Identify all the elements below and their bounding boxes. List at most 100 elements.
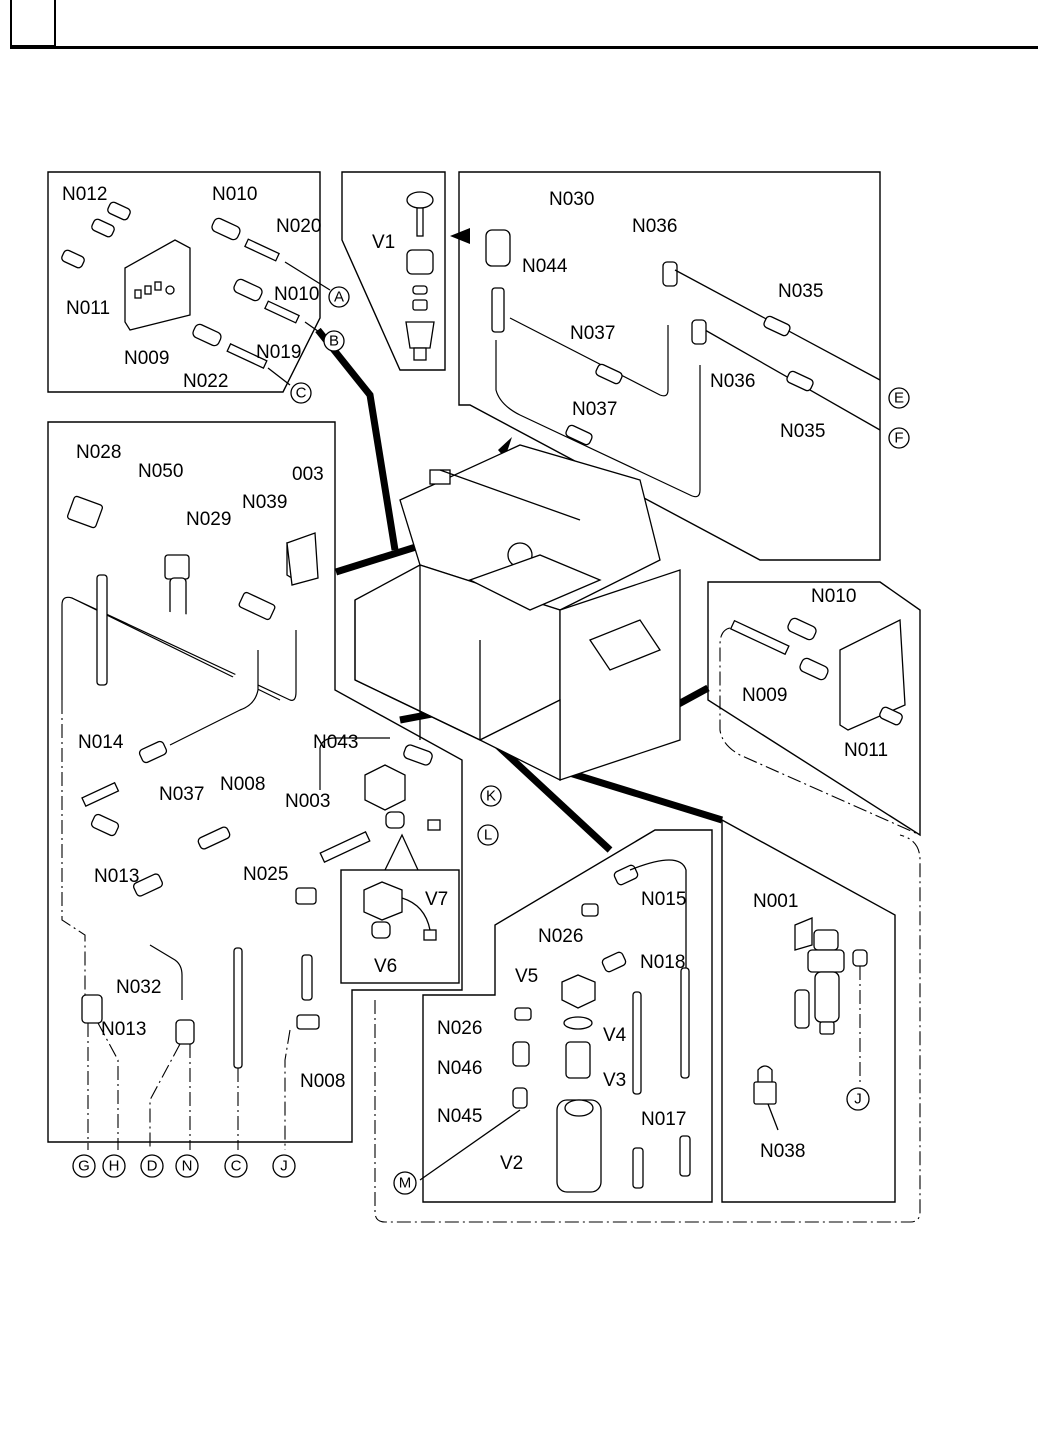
label: N001 <box>753 891 798 912</box>
label: N039 <box>242 492 287 513</box>
label: N010 <box>212 184 257 205</box>
panel-left-main <box>47 421 463 1143</box>
label: N037 <box>570 323 615 344</box>
connector-D: D <box>140 1154 164 1178</box>
label: N019 <box>256 342 301 363</box>
padlock-icon <box>753 1065 779 1131</box>
bracket-003-icon <box>286 532 319 586</box>
panel-v1-inset <box>341 171 446 371</box>
connector-C: C <box>224 1154 248 1178</box>
label: N015 <box>641 889 686 910</box>
panel-top-right <box>458 171 881 561</box>
panel-top-left <box>47 171 321 393</box>
label: N010 <box>274 284 319 305</box>
label: V3 <box>603 1070 626 1091</box>
svg-text:G: G <box>78 1158 90 1175</box>
terminal-plate-icon <box>124 239 191 331</box>
label: N017 <box>641 1109 686 1130</box>
label: N025 <box>243 864 288 885</box>
label: N009 <box>742 685 787 706</box>
label: N035 <box>778 281 823 302</box>
connector-A: A <box>328 286 350 308</box>
label: N009 <box>124 348 169 369</box>
svg-text:H: H <box>109 1158 120 1175</box>
connector-B: B <box>323 330 345 352</box>
svg-text:J: J <box>854 1091 862 1108</box>
connector-K: K <box>480 785 502 807</box>
connector-F: F <box>888 427 910 449</box>
label: V5 <box>515 966 538 987</box>
label: 003 <box>292 464 324 485</box>
connector-N: N <box>175 1154 199 1178</box>
panel-bottom-right <box>721 818 896 1203</box>
label: N014 <box>78 732 124 753</box>
label: N026 <box>437 1018 482 1039</box>
connector-J: J <box>272 1154 296 1178</box>
pipes-top-right <box>485 229 881 498</box>
label: N035 <box>780 421 825 442</box>
connector-G: G <box>72 1154 96 1178</box>
label: N012 <box>62 184 107 205</box>
label: N032 <box>116 977 161 998</box>
leader-bottom-right <box>558 766 724 824</box>
connector-L: L <box>477 824 499 846</box>
label: N036 <box>632 216 677 237</box>
svg-text:C: C <box>296 385 307 402</box>
svg-text:K: K <box>486 788 496 805</box>
svg-text:A: A <box>334 289 344 306</box>
panel-valve-inset <box>340 869 460 984</box>
terminal-plate-right-icon <box>719 617 921 836</box>
label: N011 <box>844 740 888 761</box>
label: V7 <box>425 889 448 910</box>
pipes-left-main <box>61 495 320 1150</box>
leader-top-left <box>315 327 399 551</box>
label: N011 <box>66 298 110 319</box>
inset-pointer <box>384 833 419 871</box>
air-filter-regulator-icon <box>794 917 868 1085</box>
label: N050 <box>138 461 183 482</box>
label: N008 <box>220 774 265 795</box>
label: N026 <box>538 926 583 947</box>
label: N022 <box>183 371 228 392</box>
svg-text:C: C <box>231 1158 242 1175</box>
return-line-outline <box>374 834 921 1223</box>
label: N037 <box>159 784 204 805</box>
connector-E: E <box>888 387 910 409</box>
label: N046 <box>437 1058 482 1079</box>
label: N043 <box>313 732 358 753</box>
label: N029 <box>186 509 231 530</box>
svg-text:B: B <box>329 333 339 350</box>
fittings-top-left <box>61 201 331 386</box>
label: N003 <box>285 791 330 812</box>
label: N020 <box>276 216 321 237</box>
svg-text:J: J <box>280 1158 288 1175</box>
bottle-filter-assembly-icon <box>419 859 691 1193</box>
label: N038 <box>760 1141 805 1162</box>
label: N028 <box>76 442 121 463</box>
label: N013 <box>94 866 139 887</box>
arrow-top-right <box>498 437 512 458</box>
svg-text:D: D <box>147 1158 158 1175</box>
label: N030 <box>549 189 594 210</box>
connector-M: M <box>393 1171 417 1195</box>
svg-text:M: M <box>399 1175 412 1192</box>
label: N010 <box>811 586 856 607</box>
label: V1 <box>372 232 395 253</box>
connector-C: C <box>290 382 312 404</box>
arrow-v1 <box>450 228 470 244</box>
label: N044 <box>522 256 568 277</box>
label: N013 <box>101 1019 146 1040</box>
label: N045 <box>437 1106 482 1127</box>
label: V4 <box>603 1025 627 1046</box>
connector-J-right: J <box>846 1087 870 1111</box>
panel-right-mid <box>707 581 921 837</box>
valve-v1-icon <box>405 191 435 361</box>
machine-frame-isometric-icon <box>354 444 681 782</box>
label: N008 <box>300 1071 345 1092</box>
label: V6 <box>374 956 397 977</box>
svg-text:N: N <box>182 1158 193 1175</box>
label: N037 <box>572 399 617 420</box>
label: V2 <box>500 1153 523 1174</box>
solenoid-valve-detail-icon <box>363 881 437 941</box>
